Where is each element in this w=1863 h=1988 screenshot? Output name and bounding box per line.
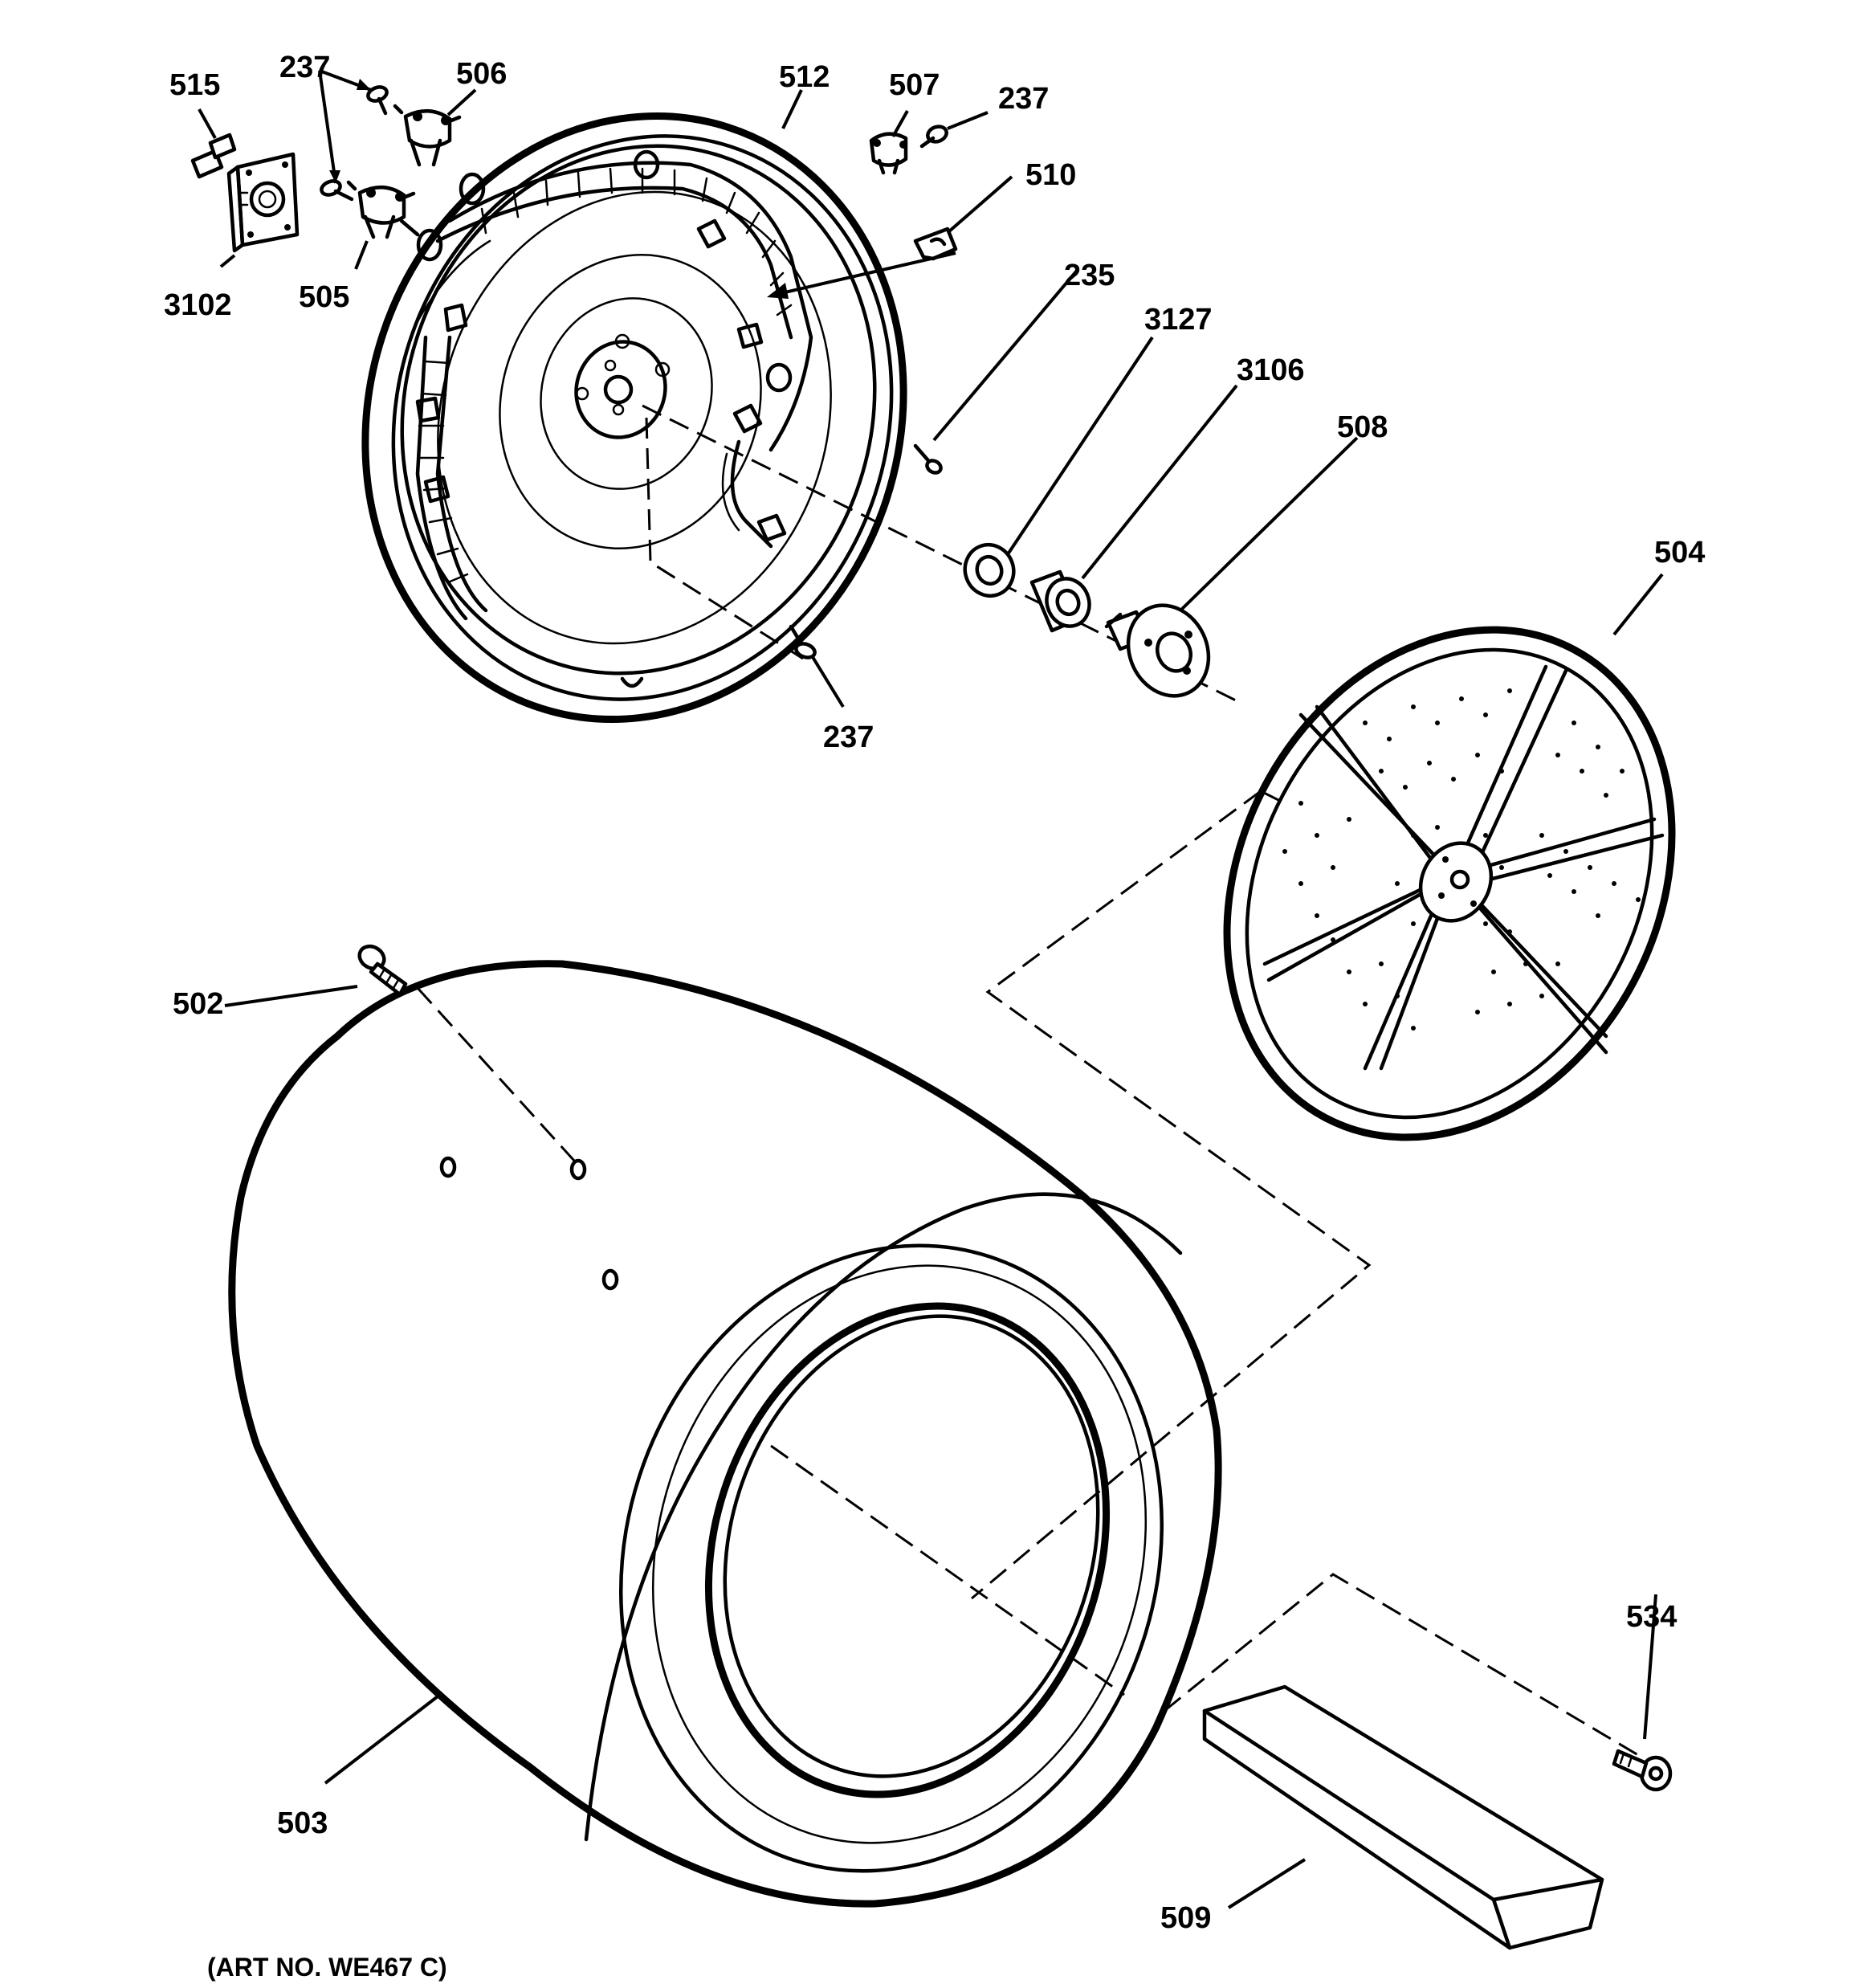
cover-plate-3102 (226, 152, 300, 253)
callout-leaders (198, 69, 1664, 1909)
clip-510 (913, 227, 958, 261)
thermostat-507 (869, 132, 908, 175)
screw-235 (913, 443, 943, 475)
callout-506: 506 (456, 57, 507, 91)
clip-515 (190, 133, 237, 179)
screw-237-left (320, 179, 354, 202)
thermostat-506 (393, 104, 462, 167)
callout-3102: 3102 (164, 288, 232, 322)
callout-237-bottom: 237 (823, 720, 874, 754)
callout-515: 515 (169, 68, 220, 102)
washer-3127 (963, 542, 1016, 598)
callout-508: 508 (1337, 410, 1388, 444)
screw-237-bottom (789, 624, 817, 659)
screw-237-right (919, 125, 948, 149)
callout-labels: 515 237 506 512 507 237 510 3102 505 235… (164, 51, 1705, 1982)
callout-502: 502 (173, 987, 223, 1021)
callout-534: 534 (1626, 1600, 1677, 1634)
callout-512: 512 (779, 60, 830, 94)
callout-237-right: 237 (998, 82, 1049, 116)
screw-502 (357, 944, 408, 997)
perforation-pattern (1282, 688, 1641, 1031)
callout-509: 509 (1160, 1901, 1211, 1935)
callout-3127: 3127 (1144, 303, 1213, 337)
screw-534 (1612, 1749, 1673, 1792)
callout-237-top: 237 (279, 51, 330, 84)
callout-3106: 3106 (1237, 353, 1305, 387)
callout-505: 505 (299, 280, 349, 314)
thermostat-505 (346, 180, 420, 239)
drum-baffle-509 (1202, 1684, 1604, 1950)
callout-235: 235 (1064, 259, 1115, 292)
bearing-3106 (1029, 569, 1091, 633)
callout-503: 503 (277, 1806, 328, 1840)
callout-507: 507 (889, 68, 940, 102)
art-number: (ART NO. WE467 C) (207, 1953, 447, 1982)
rear-drum-panel-504 (1223, 626, 1676, 1141)
rear-bulkhead-heater-assembly (361, 112, 907, 724)
callout-504: 504 (1654, 536, 1705, 569)
drum-shaft-508 (1104, 603, 1211, 698)
assembly-dashed-lines (416, 404, 1639, 1757)
screw-237-top (366, 85, 389, 116)
callout-510: 510 (1025, 158, 1076, 192)
drum-503 (228, 960, 1222, 1908)
